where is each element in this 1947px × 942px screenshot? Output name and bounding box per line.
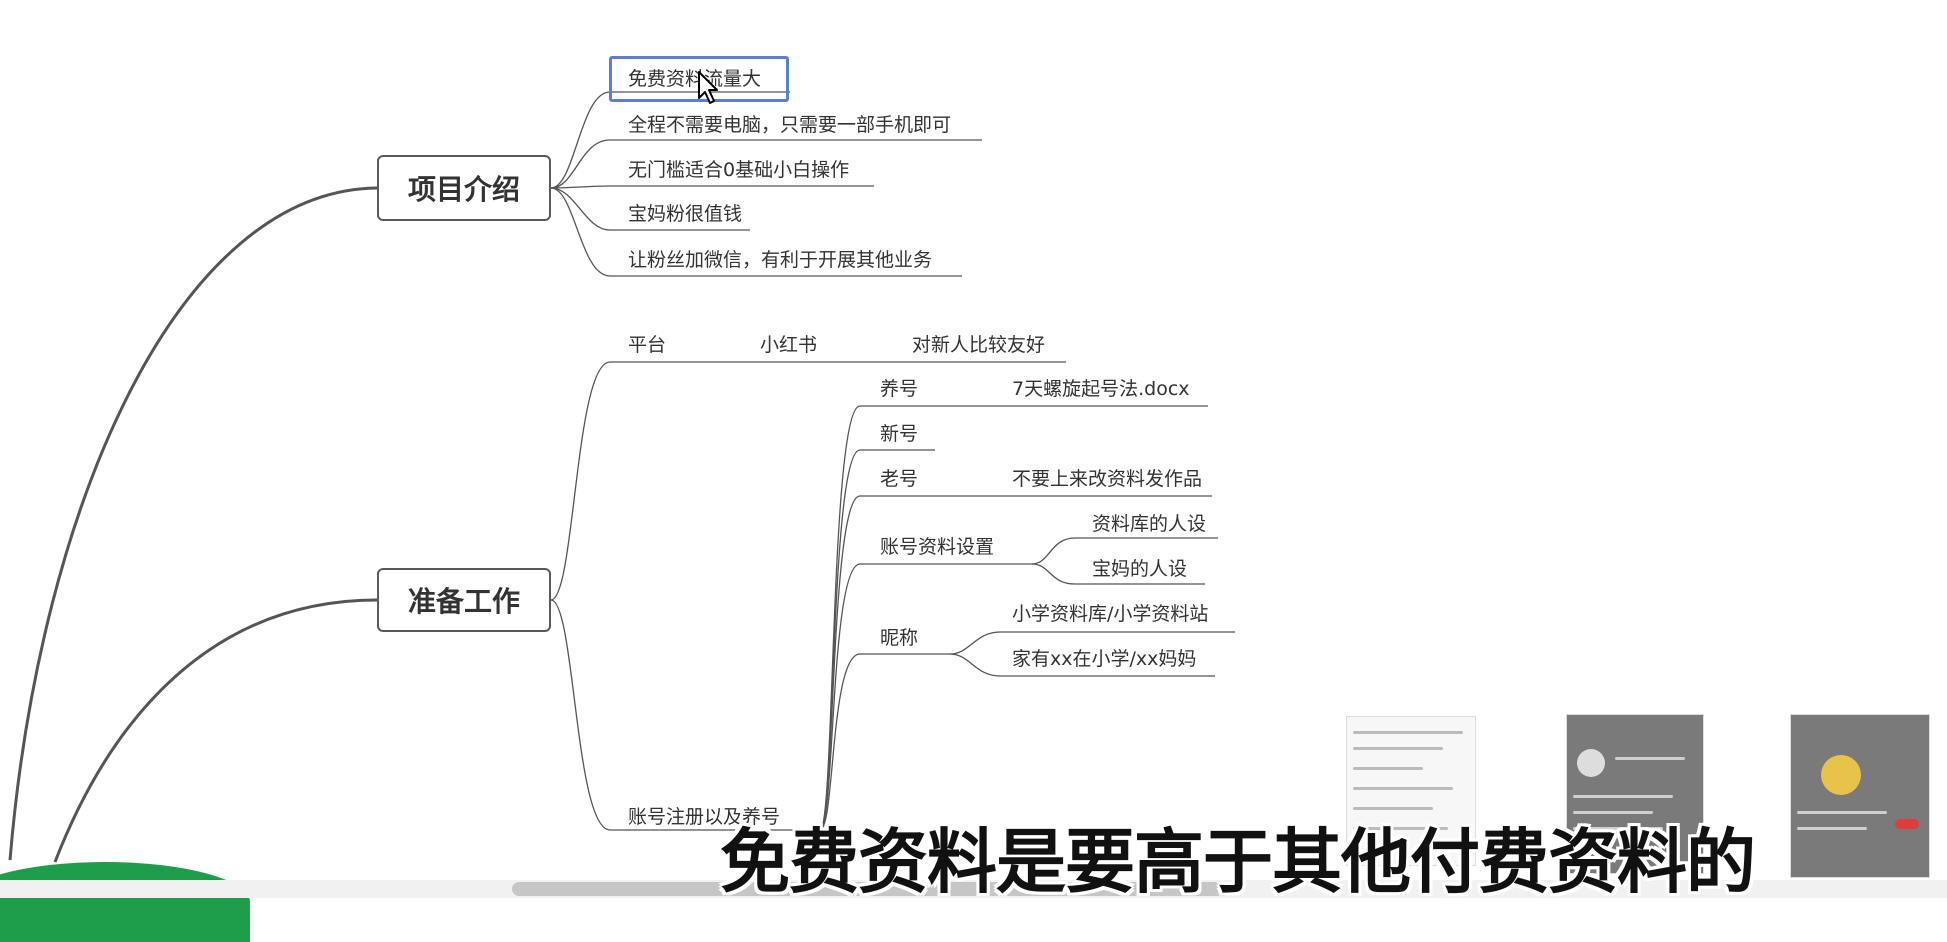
nickname-to-item2-connector [949,653,1215,677]
mindmap-connectors [8,91,1235,863]
platform-value[interactable]: 小红书 [760,334,818,356]
branch-node-prep[interactable]: 准备工作 [377,568,551,632]
intro-item-4[interactable]: 宝妈粉很值钱 [628,203,743,225]
profile-to-item2-connector [1031,563,1205,585]
xinhao-label[interactable]: 新号 [880,423,919,445]
intro-to-item1-connector [550,91,790,189]
yanghao-label[interactable]: 养号 [880,378,919,400]
nickname-item-1[interactable]: 小学资料库/小学资料站 [1012,603,1209,625]
intro-to-item4-connector [550,187,750,231]
yanghao-detail[interactable]: 7天螺旋起号法.docx [1012,378,1190,400]
selected-node-highlight [609,56,789,102]
horizontal-scrollbar-thumb[interactable] [512,882,1232,896]
prep-to-account-connector [550,599,800,831]
profile-item-1[interactable]: 资料库的人设 [1092,513,1207,535]
account-register-label[interactable]: 账号注册以及养号 [628,806,781,828]
profile-settings-label[interactable]: 账号资料设置 [880,536,995,558]
screenshot-thumbnail-3[interactable] [1790,714,1930,878]
profile-to-item1-connector [1031,537,1218,565]
nickname-label[interactable]: 昵称 [880,627,919,649]
prep-to-platform-connector [550,361,1066,601]
intro-to-item2-connector [550,139,982,189]
root-to-prep-connector [53,598,378,863]
nickname-item-2[interactable]: 家有xx在小学/xx妈妈 [1012,648,1197,670]
account-to-nickname-connector [819,653,950,831]
intro-to-item3-connector [550,185,874,189]
video-subtitle: 免费资料是要高于其他付费资料的 [720,821,1756,903]
mouse-cursor-icon [698,71,718,104]
screenshot-thumbnail-2[interactable] [1566,714,1704,874]
platform-note[interactable]: 对新人比较友好 [912,334,1046,356]
branch-node-intro[interactable]: 项目介绍 [377,155,551,221]
laohao-label[interactable]: 老号 [880,468,919,490]
intro-item-3[interactable]: 无门槛适合0基础小白操作 [628,159,850,181]
branch-node-prep-label: 准备工作 [407,585,520,618]
intro-item-2[interactable]: 全程不需要电脑，只需要一部手机即可 [628,114,952,136]
root-to-intro-connector [8,186,378,861]
profile-item-2[interactable]: 宝妈的人设 [1092,558,1188,580]
platform-label[interactable]: 平台 [628,334,667,356]
screenshot-thumbnail-1[interactable] [1346,716,1476,866]
branch-node-intro-label: 项目介绍 [407,173,520,206]
intro-item-1[interactable]: 免费资料流量大 [628,68,762,90]
laohao-detail[interactable]: 不要上来改资料发作品 [1012,468,1203,490]
intro-item-5[interactable]: 让粉丝加微信，有利于开展其他业务 [628,249,933,271]
account-to-profile-connector [819,563,1032,831]
nickname-to-item1-connector [949,631,1235,655]
intro-to-item5-connector [550,187,962,277]
